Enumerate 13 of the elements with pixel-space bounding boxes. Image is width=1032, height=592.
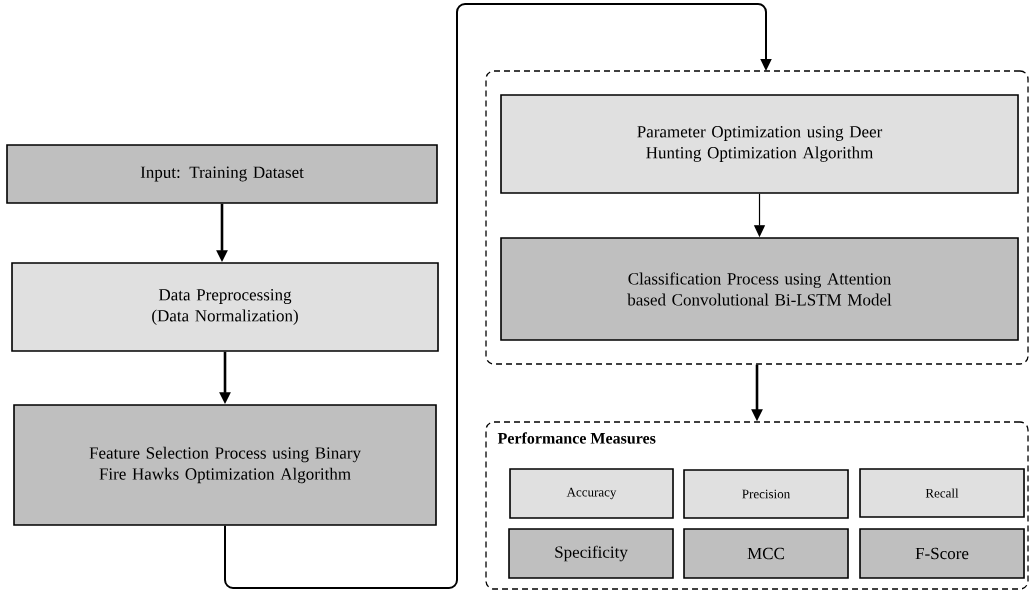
metric-box: Accuracy: [509, 468, 674, 519]
dashed-group-box: [485, 70, 1029, 365]
metric-box: Recall: [859, 468, 1025, 518]
process-box: Parameter Optimization using Deer Hunting Optimization Algorithm: [500, 94, 1019, 194]
metric-box: Precision: [683, 469, 849, 519]
metric-box: F-Score: [859, 528, 1025, 579]
process-box: Data Preprocessing (Data Normalization): [11, 262, 439, 352]
process-box: Feature Selection Process using Binary Fire Hawks Optimization Algorithm: [13, 404, 437, 526]
process-box: Input: Training Dataset: [6, 144, 438, 204]
metric-box: Specificity: [508, 528, 674, 579]
process-box: Classification Process using Attention based Convolutional Bi-LSTM Model: [500, 237, 1019, 341]
arrow: [224, 3, 772, 589]
metric-box: MCC: [683, 528, 849, 579]
